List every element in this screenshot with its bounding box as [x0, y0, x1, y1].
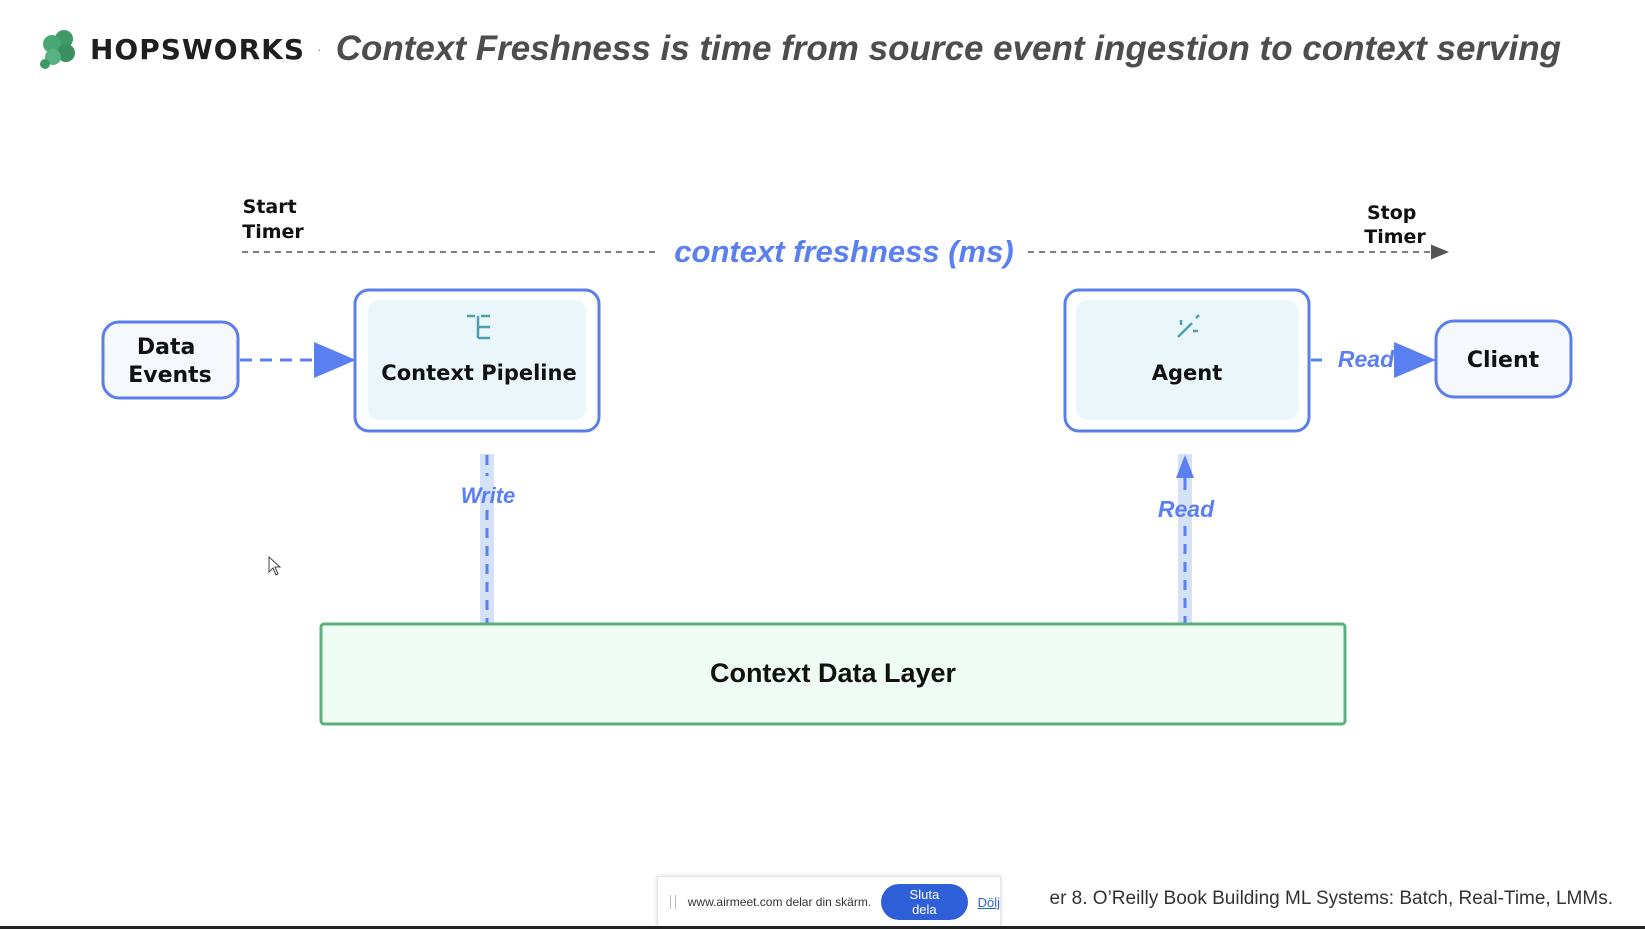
drag-handle-icon[interactable] — [670, 895, 676, 909]
stop-timer-line-1: Stop — [1367, 202, 1416, 224]
pipeline-tree-icon — [467, 314, 490, 340]
data-events-line-2: Events — [128, 363, 212, 388]
agent-node: Agent — [1063, 288, 1311, 433]
stop-timer-label: Stop Timer — [1364, 202, 1426, 248]
start-timer-line-2: Timer — [242, 221, 304, 243]
client-node: Client — [1434, 319, 1573, 399]
write-label: Write — [461, 483, 516, 508]
data-events-label: Data Events — [128, 335, 212, 388]
freshness-timeline: context freshness (ms) Start Timer Stop … — [242, 196, 1449, 269]
context-data-layer-node: Context Data Layer — [319, 622, 1347, 726]
magic-wand-icon — [1177, 314, 1200, 338]
read-right-label: Read — [1338, 346, 1395, 372]
client-label: Client — [1467, 348, 1540, 373]
read-up-arrow: Read — [1158, 454, 1215, 659]
timeline-label: context freshness (ms) — [674, 234, 1013, 269]
window-bottom-border — [0, 926, 1645, 929]
header-separator: · — [317, 41, 322, 57]
data-events-node: Data Events — [101, 320, 240, 400]
logo-text: HOPSWORKS — [90, 32, 306, 66]
stop-timer-line-2: Timer — [1364, 226, 1426, 248]
agent-to-client-arrow: Read — [1311, 342, 1436, 378]
read-up-label: Read — [1158, 496, 1215, 522]
hide-link[interactable]: Dölj — [977, 894, 1000, 910]
context-data-layer-label: Context Data Layer — [710, 658, 957, 688]
share-status-text: www.airmeet.com delar din skärm. — [687, 895, 872, 909]
start-timer-label: Start Timer — [242, 196, 304, 243]
context-pipeline-node: Context Pipeline — [353, 288, 601, 433]
screen-share-bar: www.airmeet.com delar din skärm. Sluta d… — [657, 876, 1001, 928]
slide-title: Context Freshness is time from source ev… — [335, 29, 1562, 68]
hop-cone-icon — [40, 30, 75, 69]
data-events-line-1: Data — [137, 335, 195, 360]
header: HOPSWORKS · Context Freshness is time fr… — [36, 24, 1561, 74]
start-timer-line-1: Start — [243, 196, 297, 218]
footer-citation: er 8. O’Reilly Book Building ML Systems:… — [1049, 888, 1614, 909]
context-pipeline-label: Context Pipeline — [381, 361, 576, 385]
stop-sharing-button[interactable]: Sluta dela — [881, 884, 968, 920]
mouse-pointer-icon — [268, 556, 282, 576]
agent-label: Agent — [1152, 361, 1223, 385]
